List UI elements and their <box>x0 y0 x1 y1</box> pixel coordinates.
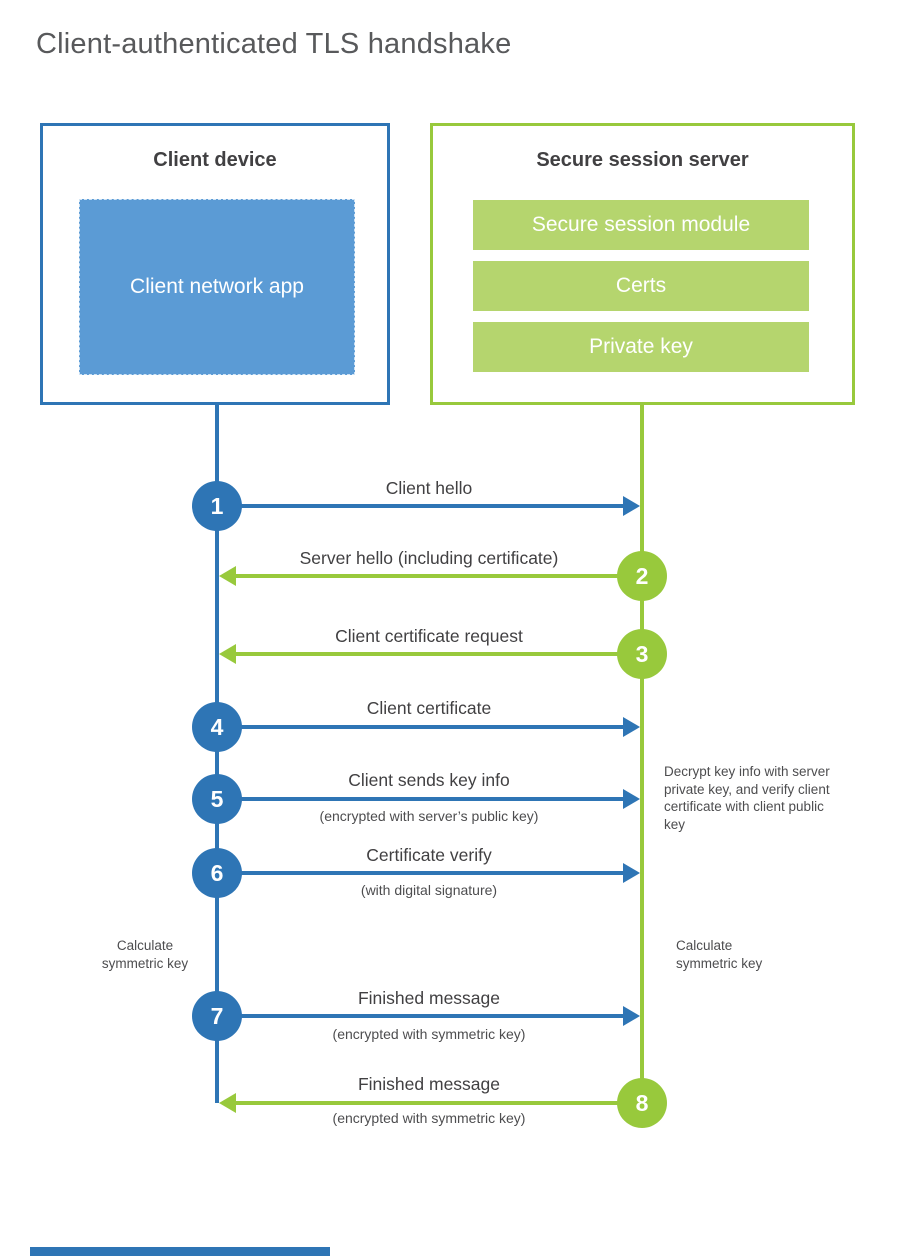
message-label: Client sends key info <box>348 770 510 790</box>
step-circle: 2 <box>617 551 667 601</box>
client-device-box: Client device Client network app <box>40 123 390 405</box>
message-arrow <box>217 797 624 801</box>
client-lifeline <box>215 405 219 1103</box>
step-number: 5 <box>210 785 224 812</box>
message-arrow <box>217 1014 624 1018</box>
step-circle: 8 <box>617 1078 667 1128</box>
page-title: Client-authenticated TLS handshake <box>36 28 512 60</box>
message-label: Certificate verify <box>366 845 492 865</box>
footer-bar <box>30 1247 330 1256</box>
message-arrow <box>217 504 624 508</box>
message-arrow <box>236 652 642 656</box>
server-module-private-key: Private key <box>473 322 809 372</box>
message-label: Finished message <box>357 1074 501 1094</box>
step-circle: 7 <box>192 991 242 1041</box>
step-circle: 1 <box>192 481 242 531</box>
arrow-right-icon <box>623 717 640 737</box>
message-arrow <box>236 1101 642 1105</box>
client-network-app-box: Client network app <box>79 199 355 375</box>
message-label: Finished message <box>357 988 501 1008</box>
message-label: Server hello (including certificate) <box>299 548 559 568</box>
server-module-secure-session: Secure session module <box>473 200 809 250</box>
server-box: Secure session server Secure session mod… <box>430 123 855 405</box>
decrypt-note: Decrypt key info with server private key… <box>664 764 830 832</box>
arrow-left-icon <box>219 644 236 664</box>
server-module-certs: Certs <box>473 261 809 311</box>
client-network-app-label: Client network app <box>130 274 304 298</box>
step-number: 2 <box>635 562 649 589</box>
arrow-right-icon <box>623 496 640 516</box>
server-lifeline <box>640 405 644 1105</box>
arrow-left-icon <box>219 566 236 586</box>
server-title: Secure session server <box>536 149 749 171</box>
step-circle: 6 <box>192 848 242 898</box>
step-number: 1 <box>210 492 224 519</box>
step-number: 8 <box>635 1089 649 1116</box>
arrow-right-icon <box>623 789 640 809</box>
message-sublabel: (encrypted with symmetric key) <box>332 1026 526 1042</box>
step-number: 4 <box>210 713 224 740</box>
arrow-right-icon <box>623 863 640 883</box>
step-circle: 4 <box>192 702 242 752</box>
arrow-left-icon <box>219 1093 236 1113</box>
step-circle: 3 <box>617 629 667 679</box>
message-label: Client hello <box>385 478 473 498</box>
message-sublabel: (encrypted with symmetric key) <box>332 1110 526 1126</box>
message-label: Client certificate request <box>335 626 523 646</box>
calc-symmetric-key-note-server: Calculate symmetric key <box>676 938 763 971</box>
message-arrow <box>217 725 624 729</box>
client-device-title: Client device <box>153 149 277 171</box>
calc-symmetric-key-note-client: Calculate symmetric key <box>101 938 189 971</box>
message-arrow <box>217 871 624 875</box>
step-number: 6 <box>210 859 224 886</box>
message-label: Client certificate <box>366 698 492 718</box>
message-sublabel: (encrypted with server’s public key) <box>319 808 539 824</box>
step-number: 3 <box>635 640 649 667</box>
message-sublabel: (with digital signature) <box>360 882 498 898</box>
step-circle: 5 <box>192 774 242 824</box>
message-arrow <box>236 574 642 578</box>
step-number: 7 <box>210 1002 224 1029</box>
arrow-right-icon <box>623 1006 640 1026</box>
